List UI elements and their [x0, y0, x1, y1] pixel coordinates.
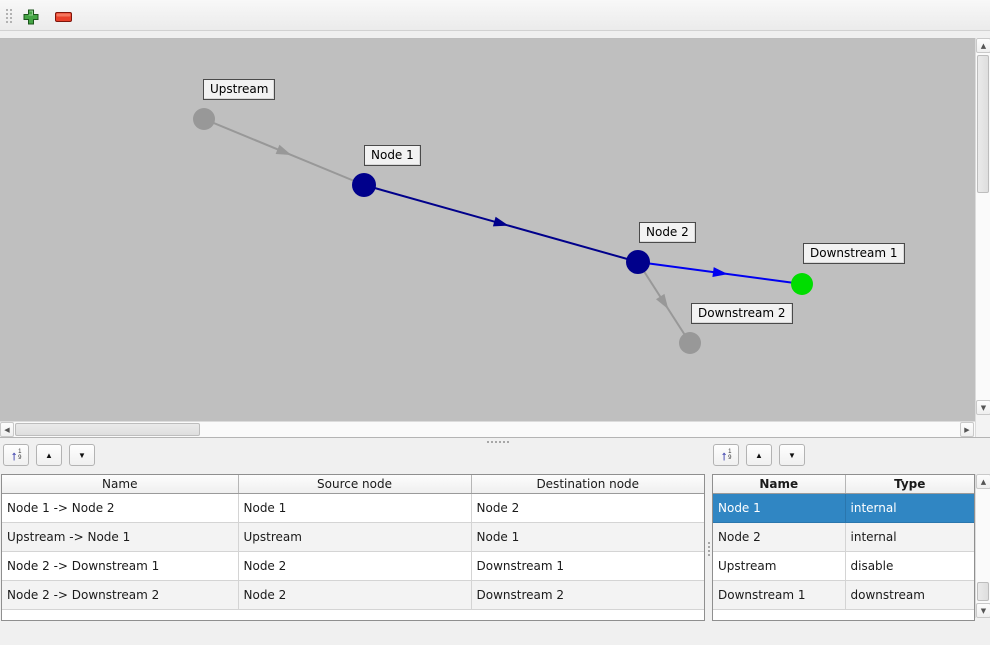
scroll-left-button[interactable]: ◀ [0, 422, 14, 437]
scroll-down-button[interactable]: ▼ [976, 400, 990, 415]
splitter-grip-icon [708, 542, 710, 544]
column-header[interactable]: Name [2, 475, 239, 494]
edge-arrow-icon [712, 267, 728, 278]
status-bar [0, 622, 990, 645]
table-cell[interactable]: Upstream -> Node 1 [2, 522, 239, 552]
pane-splitter-vertical[interactable] [705, 474, 712, 621]
scroll-down-icon: ▼ [980, 606, 987, 615]
table-cell[interactable]: Downstream 2 [471, 580, 704, 610]
column-header[interactable]: Type [845, 475, 974, 494]
table-cell[interactable]: Node 1 [238, 493, 472, 523]
graph-node[interactable] [193, 108, 215, 130]
table-cell[interactable]: Node 1 -> Node 2 [2, 493, 239, 523]
down-arrow-icon: ▼ [788, 450, 796, 460]
table-cell[interactable]: Node 2 [713, 522, 846, 552]
edges-move-up-button[interactable]: ▲ [36, 444, 62, 466]
down-arrow-icon: ▼ [78, 450, 86, 460]
vertical-scrollbar-thumb[interactable] [977, 55, 989, 193]
edge-arrow-icon [656, 293, 669, 310]
scroll-down-button[interactable]: ▼ [976, 603, 990, 618]
up-arrow-icon: ▲ [45, 450, 53, 460]
edge-arrow-icon [275, 144, 292, 156]
scroll-left-icon: ◀ [4, 425, 10, 434]
scroll-up-button[interactable]: ▲ [976, 38, 990, 53]
edge-arrow-icon [492, 216, 509, 227]
graph-node[interactable] [791, 273, 813, 295]
node-label[interactable]: Downstream 1 [803, 243, 905, 264]
table-cell[interactable]: Node 1 [713, 493, 846, 523]
table-cell[interactable]: Node 2 [238, 580, 472, 610]
horizontal-scrollbar-thumb[interactable] [15, 423, 200, 436]
table-cell[interactable]: Node 2 [471, 493, 704, 523]
add-button[interactable] [20, 8, 42, 26]
plus-icon [20, 9, 42, 25]
nodes-move-down-button[interactable]: ▼ [779, 444, 805, 466]
minus-icon [52, 12, 74, 22]
table-cell[interactable]: downstream [845, 580, 974, 610]
canvas-horizontal-scrollbar[interactable]: ◀ ▶ [0, 421, 975, 437]
node-label[interactable]: Node 2 [639, 222, 696, 243]
scroll-up-icon: ▲ [980, 41, 987, 50]
column-header[interactable]: Destination node [471, 475, 704, 494]
vertical-scrollbar-thumb[interactable] [977, 582, 989, 601]
table-cell[interactable]: Upstream [238, 522, 472, 552]
node-label[interactable]: Upstream [203, 79, 276, 100]
table-cell[interactable]: Node 2 -> Downstream 1 [2, 551, 239, 581]
nodes-table-scrollbar[interactable]: ▲ ▼ [975, 474, 990, 618]
scroll-up-button[interactable]: ▲ [976, 474, 990, 489]
scrollbar-corner [975, 415, 990, 437]
table-cell[interactable]: Node 2 -> Downstream 2 [2, 580, 239, 610]
column-header[interactable]: Name [713, 475, 846, 494]
graph-node[interactable] [352, 173, 376, 197]
graph-node[interactable] [679, 332, 701, 354]
toolbar-drag-handle[interactable] [6, 9, 8, 11]
graph-node[interactable] [626, 250, 650, 274]
node-label[interactable]: Node 1 [364, 145, 421, 166]
table-cell[interactable]: internal [845, 522, 974, 552]
table-cell[interactable]: Downstream 1 [713, 580, 846, 610]
scroll-up-icon: ▲ [980, 477, 987, 486]
splitter-grip-icon [487, 441, 489, 443]
table-cell[interactable]: Node 1 [471, 522, 704, 552]
table-cell[interactable]: Node 2 [238, 551, 472, 581]
node-label[interactable]: Downstream 2 [691, 303, 793, 324]
column-header[interactable]: Source node [238, 475, 472, 494]
scroll-right-button[interactable]: ▶ [960, 422, 974, 437]
main-toolbar [0, 0, 990, 31]
scroll-down-icon: ▼ [980, 403, 987, 412]
scroll-right-icon: ▶ [964, 425, 970, 434]
table-cell[interactable]: Upstream [713, 551, 846, 581]
remove-button[interactable] [52, 8, 74, 26]
table-cell[interactable]: disable [845, 551, 974, 581]
table-cell[interactable]: Downstream 1 [471, 551, 704, 581]
edges-move-down-button[interactable]: ▼ [69, 444, 95, 466]
up-arrow-icon: ▲ [755, 450, 763, 460]
canvas-vertical-scrollbar[interactable]: ▲ ▼ [975, 38, 990, 415]
table-cell[interactable]: internal [845, 493, 974, 523]
pane-splitter-horizontal[interactable] [0, 437, 990, 444]
nodes-move-up-button[interactable]: ▲ [746, 444, 772, 466]
